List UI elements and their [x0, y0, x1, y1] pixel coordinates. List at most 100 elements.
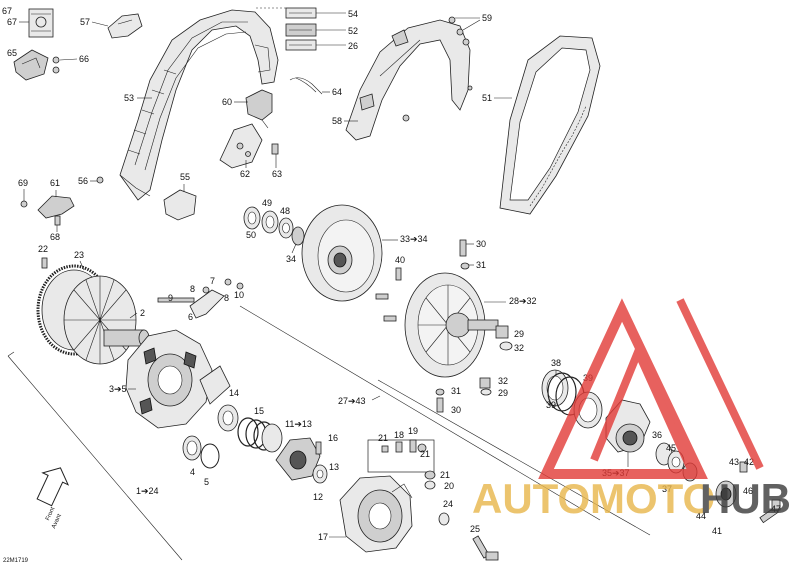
- callout-48: 48: [280, 206, 290, 216]
- callout-15: 15: [254, 406, 264, 416]
- callout-16: 16: [328, 433, 338, 443]
- callout-55: 55: [180, 172, 190, 182]
- callout-62: 62: [240, 169, 250, 179]
- callout-5: 5: [204, 477, 209, 487]
- callout-24: 24: [443, 499, 453, 509]
- callout-37: 37: [662, 484, 672, 494]
- callout-29-top: 29: [514, 329, 524, 339]
- callout-43: 43: [729, 457, 739, 467]
- watermark-moto: MOTO: [590, 475, 715, 522]
- callout-21-right: 21: [420, 449, 430, 459]
- belt-guard-53: [119, 9, 279, 201]
- clip-57: [107, 13, 143, 39]
- bolt-43-42: [739, 461, 748, 473]
- callout-61: 61: [50, 178, 60, 188]
- callout-30-lower: 30: [451, 405, 461, 415]
- fixed-sheave-33: [301, 204, 383, 302]
- callout-46: 46: [743, 486, 753, 496]
- callout-33-34: 33➔34: [400, 234, 428, 244]
- callout-54: 54: [348, 9, 358, 19]
- fasteners-59: [448, 16, 473, 91]
- callout-21-lower: 21: [440, 470, 450, 480]
- callout-53: 53: [124, 93, 134, 103]
- callout-52: 52: [348, 26, 358, 36]
- watermark-logo: AUTO MOTO HUB: [472, 298, 791, 522]
- cover-58: [345, 19, 471, 141]
- callout-31-top: 31: [476, 260, 486, 270]
- rollers-18-19-21: [367, 439, 435, 473]
- callout-9: 9: [168, 293, 173, 303]
- callout-18: 18: [394, 430, 404, 440]
- callout-50: 50: [246, 230, 256, 240]
- decal-set: [285, 7, 317, 51]
- driven-pulley-28: [404, 272, 499, 378]
- housing-3: [125, 329, 231, 429]
- bolt-16: [315, 441, 322, 455]
- callout-3-5: 3➔5: [109, 384, 127, 394]
- front-label: Front: [45, 506, 56, 522]
- bolt-25: [472, 535, 499, 561]
- callout-38: 38: [551, 358, 561, 368]
- callout-32-top: 32: [514, 343, 524, 353]
- washers-4-5: [182, 435, 220, 469]
- callout-64: 64: [332, 87, 342, 97]
- callout-28-32: 28➔32: [509, 296, 537, 306]
- spring-15: [237, 417, 283, 453]
- callout-56: 56: [78, 176, 88, 186]
- bracket-60: [245, 89, 273, 129]
- bolt-30-lower: [435, 388, 445, 413]
- callout-21-left: 21: [378, 433, 388, 443]
- callout-17: 17: [318, 532, 328, 542]
- arm-assembly-6: [157, 278, 244, 319]
- callout-11-13: 11➔13: [285, 419, 312, 429]
- bolts-40: [375, 267, 402, 322]
- callout-66: 66: [79, 54, 89, 64]
- front-arrow-icon: [36, 467, 70, 507]
- roller-29-top: [495, 325, 513, 351]
- callout-26: 26: [348, 41, 358, 51]
- bracket-62: [219, 123, 263, 169]
- callout-32-lower: 32: [498, 376, 508, 386]
- warning-label-67: [28, 8, 54, 38]
- callout-63: 63: [272, 169, 282, 179]
- washer-24: [438, 512, 450, 526]
- callout-30-top: 30: [476, 239, 486, 249]
- rollers-21-20: [424, 470, 436, 490]
- callout-19: 19: [408, 426, 418, 436]
- callout-68: 68: [50, 232, 60, 242]
- callout-59: 59: [482, 13, 492, 23]
- callout-47: 47: [771, 504, 781, 514]
- spring-38: [541, 369, 585, 416]
- bolt-30-top: [459, 239, 470, 270]
- callout-8a: 8: [190, 284, 195, 294]
- bolt-47: [759, 499, 781, 524]
- callout-69: 69: [18, 178, 28, 188]
- callout-4: 4: [190, 467, 195, 477]
- callout-22: 22: [38, 244, 48, 254]
- callout-49: 49: [262, 198, 272, 208]
- callout-60: 60: [222, 97, 232, 107]
- callout-1-24: 1➔24: [136, 486, 159, 496]
- callout-29-lower: 29: [498, 388, 508, 398]
- drawing-code: 22M1719: [3, 558, 29, 564]
- callout-23: 23: [74, 250, 84, 260]
- callout-31-lower: 31: [451, 386, 461, 396]
- callout-2: 2: [140, 308, 145, 318]
- corner-mark: 67: [2, 6, 12, 16]
- callout-25: 25: [470, 524, 480, 534]
- callout-6: 6: [188, 312, 193, 322]
- nut-56: [96, 176, 104, 184]
- seal-14: [217, 404, 239, 432]
- callout-27-43: 27➔43: [338, 396, 366, 406]
- callout-45: 45: [666, 443, 676, 453]
- callout-44: 44: [696, 511, 706, 521]
- drive-belt-51: [499, 35, 601, 215]
- bushing-12-13: [312, 464, 328, 484]
- callout-58: 58: [332, 116, 342, 126]
- washers-49-48-50: [243, 206, 305, 246]
- sheave-17: [339, 475, 413, 553]
- bolt-63: [271, 143, 279, 155]
- spider-11: [275, 437, 321, 481]
- pin-64: [289, 77, 323, 95]
